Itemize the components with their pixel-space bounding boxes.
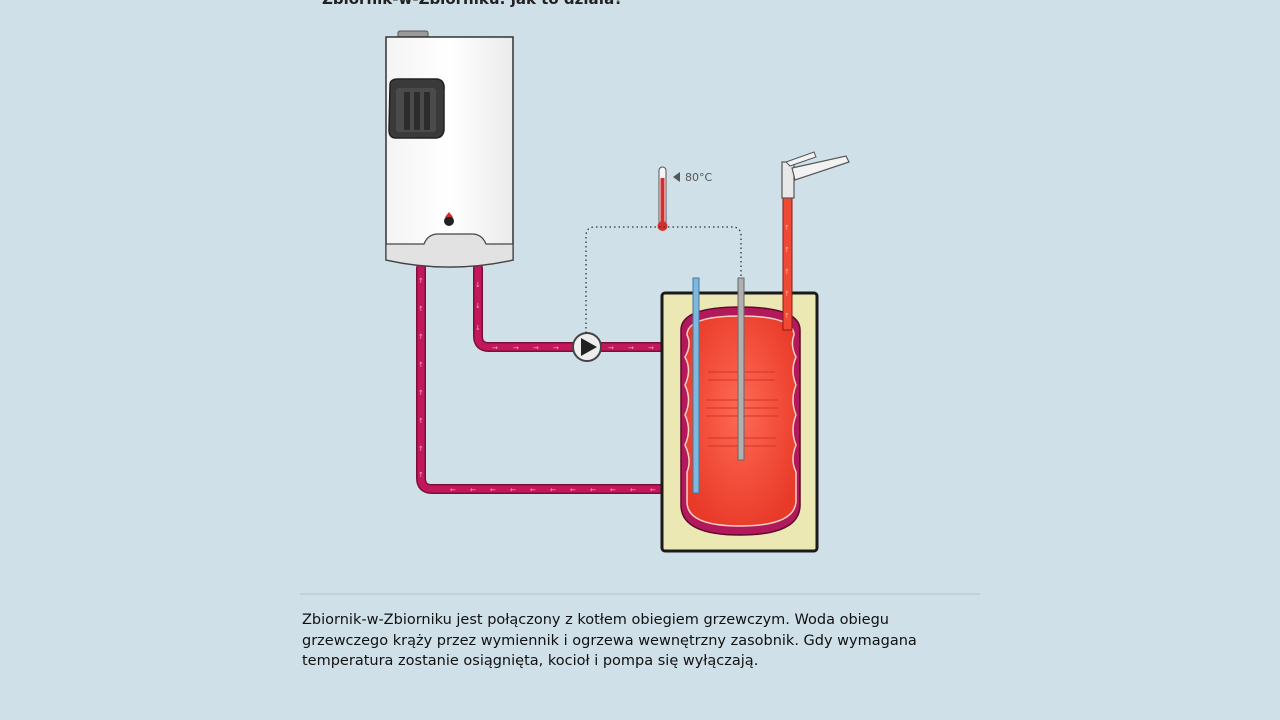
svg-text:→: → bbox=[628, 344, 634, 352]
svg-text:←: ← bbox=[550, 486, 556, 494]
svg-text:←: ← bbox=[610, 486, 616, 494]
svg-text:←: ← bbox=[530, 486, 536, 494]
svg-text:→: → bbox=[553, 344, 559, 352]
svg-text:↑: ↑ bbox=[418, 389, 424, 397]
svg-text:←: ← bbox=[450, 486, 456, 494]
svg-text:↑: ↑ bbox=[784, 312, 790, 320]
svg-text:↑: ↑ bbox=[418, 471, 424, 479]
svg-text:←: ← bbox=[650, 486, 656, 494]
svg-text:←: ← bbox=[630, 486, 636, 494]
boiler-icon bbox=[385, 30, 514, 268]
svg-text:↑: ↑ bbox=[418, 361, 424, 369]
svg-text:↓: ↓ bbox=[475, 281, 481, 289]
thermometer-icon bbox=[657, 166, 680, 231]
svg-text:↑: ↑ bbox=[418, 333, 424, 341]
svg-text:↑: ↑ bbox=[418, 305, 424, 313]
svg-text:↓: ↓ bbox=[475, 302, 481, 310]
svg-text:↑: ↑ bbox=[784, 224, 790, 232]
svg-text:→: → bbox=[648, 344, 654, 352]
svg-text:↓: ↓ bbox=[475, 324, 481, 332]
svg-text:←: ← bbox=[590, 486, 596, 494]
svg-text:←: ← bbox=[570, 486, 576, 494]
page-title: Zbiornik-w-Zbiorniku: jak to działa? bbox=[322, 0, 623, 8]
svg-text:→: → bbox=[608, 344, 614, 352]
svg-text:→: → bbox=[513, 344, 519, 352]
svg-text:←: ← bbox=[490, 486, 496, 494]
svg-text:↑: ↑ bbox=[418, 445, 424, 453]
svg-text:↑: ↑ bbox=[418, 277, 424, 285]
svg-text:↑: ↑ bbox=[784, 268, 790, 276]
svg-text:←: ← bbox=[470, 486, 476, 494]
pump-icon bbox=[572, 332, 602, 362]
heating-circuit: ↑ ↑ ↑ ↑ ↑ ↑ ↑ ↑ ↓ ↓ ↓ → → → → → → → ← ← ← ← ← ← ← ← ← ← ← bbox=[416, 263, 673, 494]
svg-text:↑: ↑ bbox=[418, 417, 424, 425]
section-divider bbox=[300, 593, 980, 595]
svg-text:↑: ↑ bbox=[784, 290, 790, 298]
svg-text:→: → bbox=[492, 344, 498, 352]
svg-text:↑: ↑ bbox=[784, 246, 790, 254]
tank-icon bbox=[660, 277, 819, 553]
description-text: Zbiornik-w-Zbiorniku jest połączony z ko… bbox=[302, 612, 917, 669]
svg-text:←: ← bbox=[510, 486, 516, 494]
tank-in-tank-diagram: ↑ ↑ ↑ ↑ ↑ ↑ ↑ ↑ ↓ ↓ ↓ → → → → → → → ← ← ← ← ← ← ← ← ← ← ← bbox=[385, 30, 850, 553]
thermostat-temperature-label: 80°C bbox=[685, 171, 712, 184]
tap-icon: ↑ ↑ ↑ ↑ ↑ bbox=[781, 151, 850, 331]
svg-text:→: → bbox=[533, 344, 539, 352]
